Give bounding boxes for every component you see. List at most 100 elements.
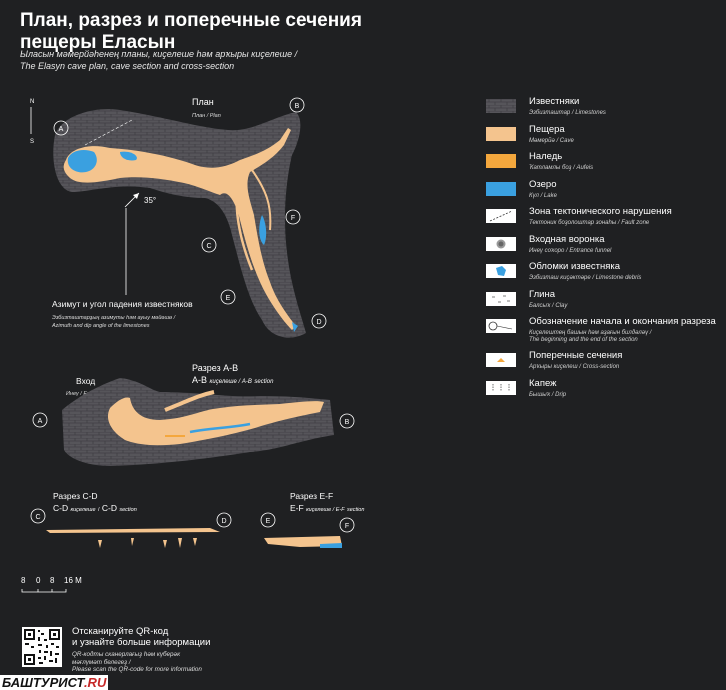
brand-logo[interactable]: БАШТУРИСТ.RU	[0, 675, 109, 690]
plan-lake-east	[259, 215, 267, 245]
section-ef-marker-e: E	[260, 512, 276, 528]
plan-marker-a: A	[53, 120, 69, 136]
legend-label: Капеж	[529, 377, 557, 389]
legend-item-fault: Зона тектонического нарушения Тектоник б…	[486, 206, 721, 234]
marker-b-label: B	[295, 103, 300, 110]
legend-label: Обломки известняка	[529, 261, 620, 272]
legend-sublabel: Эзбизташ киҫәктәре / Limestone debris	[529, 275, 642, 281]
title-line-1: План, разрез и поперечные сечения	[20, 10, 362, 31]
drip-icon	[486, 380, 516, 395]
limestone-swatch-icon	[486, 99, 516, 113]
legend-sublabel: Бышыҡ / Drip	[529, 391, 567, 398]
legend-item-section-marker: Обозначение начала и окончания разреза К…	[486, 316, 721, 350]
scale-bar: 8 0 8 16 М	[21, 576, 82, 593]
legend-item-aufeis: Наледь Ҡатламлы боҙ / Aufeis	[486, 151, 721, 179]
legend: Известняки Эзбизташтар / Limestones Пеще…	[486, 96, 721, 405]
brand-main: БАШТУРИСТ	[2, 675, 84, 690]
plan-lake-west	[67, 150, 97, 173]
section-ab-cave	[107, 397, 324, 446]
plan-marker-b: B	[289, 97, 305, 113]
section-ef: Разрез Е-F Е-F киҫелеше / Е-F section E …	[260, 491, 364, 548]
legend-item-lake: Озеро Күл / Lake	[486, 179, 721, 207]
legend-sublabel-2: The beginning and the end of the section	[529, 337, 638, 343]
section-ab-marker-a-label: A	[38, 418, 43, 425]
page-subtitle: Ыласын мәмерйәһенең планы, киҫелеше һәм …	[20, 48, 297, 72]
section-cd-subtitle: С-D киҫелеше / С-D section	[53, 503, 137, 513]
legend-label: Наледь	[529, 151, 563, 162]
plan-marker-f: F	[285, 209, 301, 225]
legend-item-cave: Пещера Мәмерйә / Cave	[486, 124, 721, 152]
title-line-2: пещеры Еласын	[20, 32, 176, 53]
legend-label: Зона тектонического нарушения	[529, 206, 672, 217]
legend-sublabel: Ҡатламлы боҙ / Aufeis	[529, 165, 594, 171]
section-cd: Разрез С-D С-D киҫелеше / С-D section C …	[30, 491, 232, 548]
legend-label: Поперечные сечения	[529, 350, 623, 361]
funnel-icon	[486, 236, 516, 251]
legend-sublabel: Күл / Lake	[529, 192, 557, 199]
compass: N S	[30, 99, 34, 145]
section-ef-subtitle: Е-F киҫелеше / Е-F section	[290, 503, 364, 513]
section-ab-upper-passage	[164, 390, 215, 412]
marker-d-label: D	[316, 319, 321, 326]
plan-passage	[235, 174, 254, 271]
scale-label-0: 8	[21, 576, 26, 585]
qr-sub-line-3: Please scan the QR-code for more informa…	[72, 666, 202, 673]
subtitle-line-2: The Elasyn cave plan, cave section and c…	[20, 61, 235, 71]
section-ab-marker-b: B	[339, 413, 355, 429]
legend-label: Озеро	[529, 178, 557, 190]
debris-icon	[486, 264, 516, 278]
marker-a-label: A	[59, 126, 64, 133]
section-cd-marker-c-label: C	[35, 514, 40, 521]
marker-e-label: E	[226, 295, 231, 302]
cross-section-icon	[486, 353, 516, 367]
plan-title: План	[192, 97, 214, 107]
page-title: План, разрез и поперечные сечения пещеры…	[20, 10, 362, 54]
marker-f-label: F	[291, 215, 295, 222]
brand-accent: .RU	[83, 675, 107, 690]
legend-item-funnel: Входная воронка Инеү соҡоро / Entrance f…	[486, 234, 721, 262]
plan-marker-e: E	[220, 289, 236, 305]
legend-label: Известняки	[529, 96, 580, 107]
legend-item-debris: Обломки известняка Эзбизташ киҫәктәре / …	[486, 261, 721, 289]
section-ab-title: Разрез А-В	[192, 363, 238, 373]
qr-code-icon[interactable]	[22, 627, 62, 667]
section-ab-lake	[189, 422, 251, 434]
section-ab: Разрез А-В А-В киҫелеше / А-В section Вх…	[32, 363, 355, 466]
section-ab-subtitle: А-В киҫелеше / А-В section	[192, 375, 274, 385]
legend-item-cross-section: Поперечные сечения Арҡыры киҫелеш / Cros…	[486, 350, 721, 378]
section-cd-title: Разрез С-D	[53, 491, 98, 501]
legend-sublabel: Инеү соҡоро / Entrance funnel	[529, 247, 612, 254]
subtitle-line-1: Ыласын мәмерйәһенең планы, киҫелеше һәм …	[20, 49, 298, 59]
section-ef-title: Разрез Е-F	[290, 491, 333, 501]
section-ef-lake	[320, 543, 342, 548]
legend-item-limestone: Известняки Эзбизташтар / Limestones	[486, 96, 721, 124]
legend-sublabel: Эзбизташтар / Limestones	[529, 110, 606, 116]
aufeis-swatch-icon	[486, 154, 516, 168]
legend-label: Глина	[529, 288, 555, 300]
section-cd-pits	[98, 538, 197, 548]
scale-label-1: 0	[36, 576, 41, 585]
legend-item-clay: Глина Балсыҡ / Clay	[486, 289, 721, 317]
azimuth-label: Азимут и угол падения известняков	[52, 299, 193, 309]
legend-sublabel: Тектоник боҙолоштар зонаһы / Fault zone	[529, 220, 650, 226]
scale-line	[21, 589, 67, 593]
legend-sublabel: Киҫелештең башын һәм аҙағын билдәләү /	[529, 330, 652, 336]
marker-c-label: C	[206, 243, 211, 250]
section-marker-icon	[486, 319, 516, 333]
section-cd-cave	[46, 528, 220, 533]
plan-subtitle: План / Plan	[192, 113, 221, 119]
dip-arrow-head	[133, 193, 139, 199]
section-ef-marker-f: F	[339, 517, 355, 533]
compass-n-label: N	[30, 99, 34, 105]
section-ab-marker-b-label: B	[345, 419, 350, 426]
plan-fault-line	[84, 119, 133, 146]
clay-icon	[486, 291, 516, 306]
plan-marker-d: D	[311, 313, 327, 329]
legend-label: Входная воронка	[529, 233, 605, 245]
qr-caption-line-2: и узнайте больше информации	[72, 637, 211, 648]
legend-label: Обозначение начала и окончания разреза	[529, 316, 716, 327]
qr-sub-line-2: мәғлүмәт белегеҙ /	[72, 658, 131, 666]
compass-s-label: S	[30, 139, 34, 145]
plan-marker-c: C	[201, 237, 217, 253]
